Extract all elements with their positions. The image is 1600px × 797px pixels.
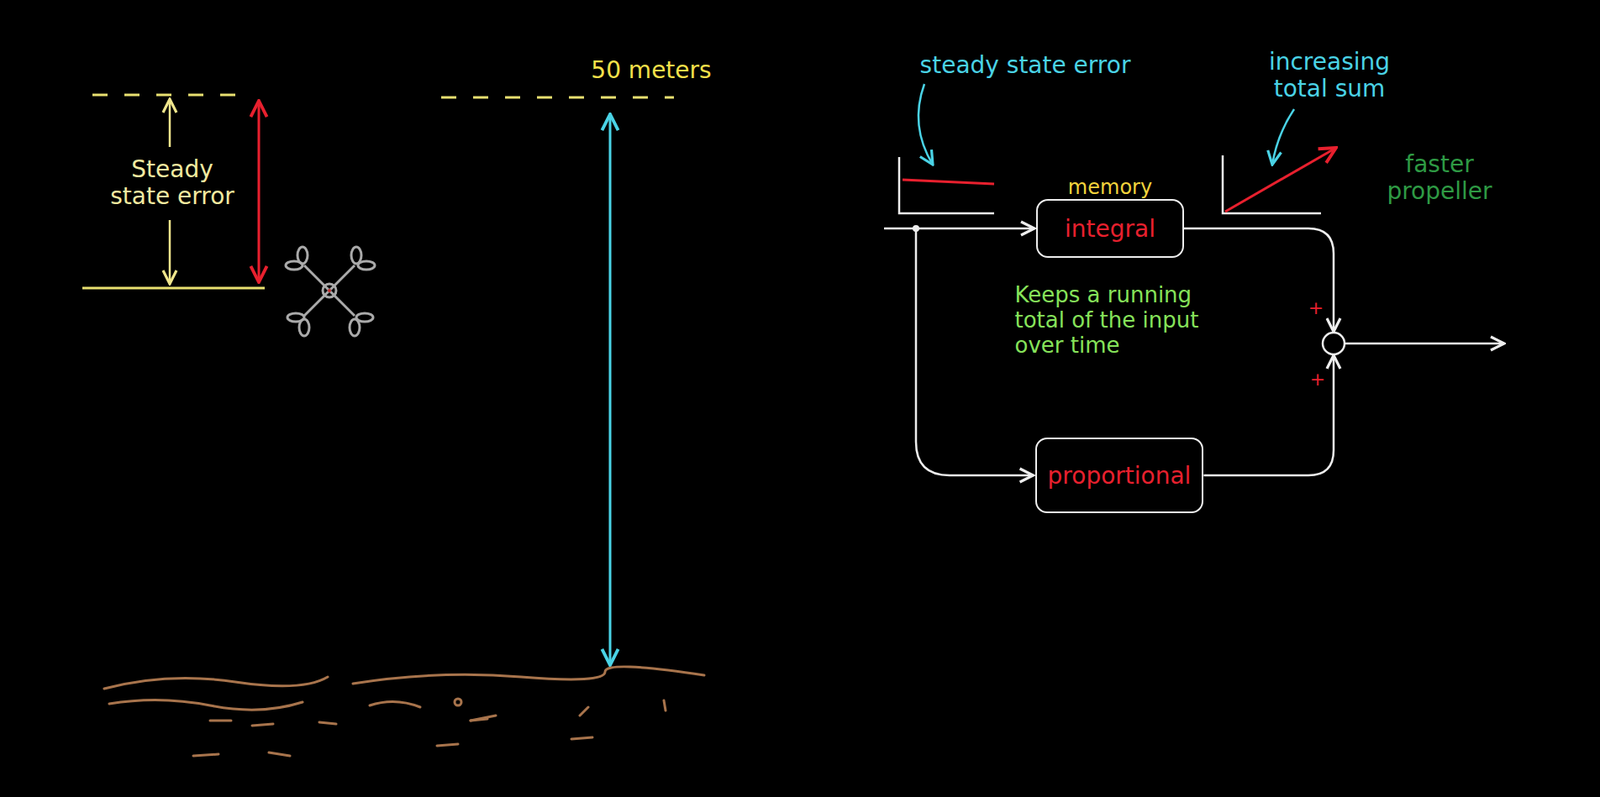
annotation: faster propeller [1369, 151, 1510, 206]
process-box: proportional [1035, 437, 1205, 514]
target-line [92, 94, 253, 97]
box-heading: memory [1065, 175, 1155, 200]
ramp-plot [1222, 147, 1337, 214]
box-label: integral [1064, 215, 1156, 243]
yellow-arrow [168, 220, 172, 285]
setpoint-line [441, 96, 674, 100]
pointer-arrow [918, 84, 933, 165]
signal-wire [1344, 342, 1505, 346]
annotation: increasing total sum [1251, 48, 1408, 103]
drone [285, 247, 375, 337]
yellow-arrow [168, 99, 172, 148]
annotation: Steady state error [100, 156, 245, 211]
annotation: + [1307, 368, 1328, 390]
summing-junction [1322, 332, 1345, 355]
signal-wire [884, 227, 1035, 231]
error-arrow [257, 100, 261, 283]
signal-wire [1203, 355, 1334, 476]
ground [104, 667, 705, 757]
annotation: + [1305, 297, 1327, 319]
current-level [82, 287, 265, 290]
pointer-arrow [1272, 109, 1295, 165]
height-arrow [609, 114, 612, 666]
box-label: proportional [1047, 462, 1192, 490]
annotation: 50 meters [588, 57, 714, 85]
annotation: Keeps a running total of the input over … [1012, 283, 1224, 359]
constant-plot [899, 157, 995, 214]
annotation: steady state error [917, 52, 1134, 79]
process-box: memoryintegral [1036, 199, 1185, 258]
